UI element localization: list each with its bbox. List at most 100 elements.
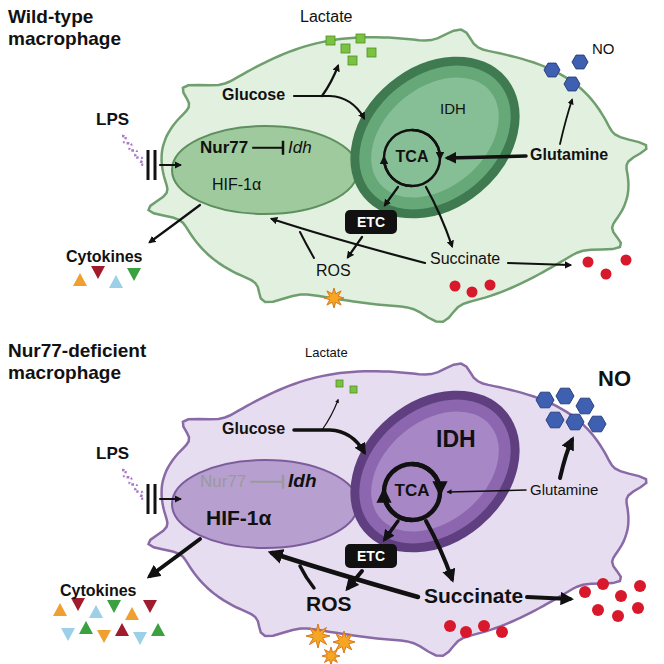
metabolite-label: Succinate bbox=[430, 250, 500, 268]
stimulus-label: LPS bbox=[96, 110, 129, 130]
succinate-molecule bbox=[496, 626, 508, 638]
etc-box: ETC bbox=[345, 544, 397, 568]
lactate-molecule bbox=[350, 386, 357, 393]
ros-burst bbox=[306, 624, 330, 648]
gene-label: Idh bbox=[288, 138, 312, 158]
cell-membrane bbox=[149, 30, 647, 322]
cytokine bbox=[61, 628, 75, 641]
cytokine bbox=[53, 603, 67, 616]
inhibition-line bbox=[250, 481, 283, 483]
outer-membrane bbox=[320, 25, 551, 251]
output-label: Cytokines bbox=[60, 582, 136, 600]
no-molecule bbox=[544, 63, 560, 77]
pathway-arrow bbox=[160, 164, 180, 166]
stimulus-label: LPS bbox=[96, 444, 129, 464]
gene-label: Nur77 bbox=[200, 472, 246, 492]
mitochondrion-body bbox=[320, 359, 551, 585]
cell-membrane bbox=[149, 364, 647, 656]
succinate-molecule bbox=[444, 620, 456, 632]
succinate-molecule bbox=[601, 269, 612, 280]
nucleus-envelope bbox=[172, 126, 358, 214]
etc-complex bbox=[345, 210, 397, 234]
mitochondrion: TCA IDH bbox=[340, 40, 530, 235]
succinate-molecule bbox=[460, 626, 472, 638]
inhibition-line bbox=[252, 147, 283, 149]
cytokine bbox=[97, 630, 111, 643]
etc-label: ETC bbox=[345, 544, 397, 568]
succinate-molecule bbox=[634, 580, 646, 592]
enzyme-label: IDH bbox=[440, 100, 466, 117]
succinate-molecule bbox=[621, 255, 632, 266]
cytokine bbox=[91, 266, 105, 279]
enzyme-label: IDH bbox=[436, 426, 476, 452]
lactate-molecule bbox=[341, 44, 350, 53]
mitochondrion: TCA IDH bbox=[340, 374, 530, 569]
metabolite-label: Glutamine bbox=[530, 481, 598, 498]
nucleus-outline bbox=[170, 458, 360, 550]
etc-box: ETC bbox=[345, 210, 397, 234]
etc-label: ETC bbox=[345, 210, 397, 234]
no-molecule bbox=[546, 412, 564, 428]
etc-complex bbox=[345, 544, 397, 568]
mitochondrion-body bbox=[320, 25, 551, 251]
cycle-label: TCA bbox=[382, 148, 442, 166]
ros-burst bbox=[324, 288, 344, 308]
tlr4-receptor bbox=[148, 150, 155, 180]
cytokine bbox=[133, 632, 147, 645]
inhibition-bar bbox=[282, 141, 285, 155]
output-label: Cytokines bbox=[66, 248, 142, 266]
cytokine bbox=[79, 621, 93, 634]
metabolite-label: NO bbox=[592, 40, 615, 57]
lactate-molecule bbox=[356, 34, 365, 43]
protein-label: HIF-1α bbox=[212, 176, 261, 194]
protein-label: HIF-1α bbox=[206, 506, 271, 530]
cytokine bbox=[143, 600, 157, 613]
gene-label: Nur77 bbox=[200, 138, 248, 158]
lactate-molecule bbox=[367, 48, 376, 57]
lactate-molecule bbox=[326, 36, 335, 45]
succinate-molecule bbox=[450, 281, 461, 292]
succinate-molecule bbox=[592, 604, 604, 616]
outer-membrane bbox=[320, 359, 551, 585]
cytokine bbox=[115, 623, 129, 636]
lactate-molecule bbox=[348, 56, 357, 65]
metabolite-label: NO bbox=[598, 366, 631, 391]
metabolite-label: Lactate bbox=[305, 346, 348, 361]
cytokine bbox=[109, 275, 123, 288]
macrophage-cell: Wild-type macrophageNur77IdhHIF-1αTCAIDH… bbox=[0, 0, 664, 330]
inner-membrane bbox=[331, 370, 539, 573]
nucleus: Nur77 IdhHIF-1α bbox=[170, 458, 360, 550]
cytokine bbox=[73, 273, 87, 286]
succinate-molecule bbox=[612, 610, 624, 622]
metabolite-label: Glucose bbox=[222, 86, 285, 104]
no-molecule bbox=[556, 388, 574, 404]
nucleus-envelope bbox=[172, 460, 358, 548]
succinate-molecule bbox=[583, 257, 594, 268]
metabolite-label: ROS bbox=[306, 592, 352, 616]
cytokine bbox=[89, 605, 103, 618]
succinate-molecule bbox=[478, 620, 490, 632]
gene-label: Idh bbox=[288, 470, 317, 492]
no-molecule bbox=[564, 77, 580, 91]
no-molecule bbox=[576, 398, 594, 414]
pathway-arrow bbox=[160, 498, 180, 500]
cycle-label: TCA bbox=[382, 481, 442, 501]
succinate-molecule bbox=[615, 590, 627, 602]
succinate-molecule bbox=[597, 578, 609, 590]
matrix bbox=[348, 53, 523, 222]
matrix bbox=[348, 387, 523, 556]
cytokine bbox=[151, 623, 165, 636]
lactate-molecule bbox=[336, 380, 343, 387]
cytokine bbox=[125, 607, 139, 620]
mitochondrion-outline bbox=[340, 40, 530, 235]
metabolite-label: Succinate bbox=[424, 584, 523, 608]
no-molecule bbox=[588, 416, 606, 432]
inner-membrane bbox=[331, 36, 539, 239]
pathway-arrow bbox=[527, 597, 570, 599]
tlr4-receptor bbox=[148, 484, 155, 514]
no-molecule bbox=[536, 392, 554, 408]
lps-molecule bbox=[122, 470, 144, 499]
nucleus-outline bbox=[170, 124, 360, 216]
